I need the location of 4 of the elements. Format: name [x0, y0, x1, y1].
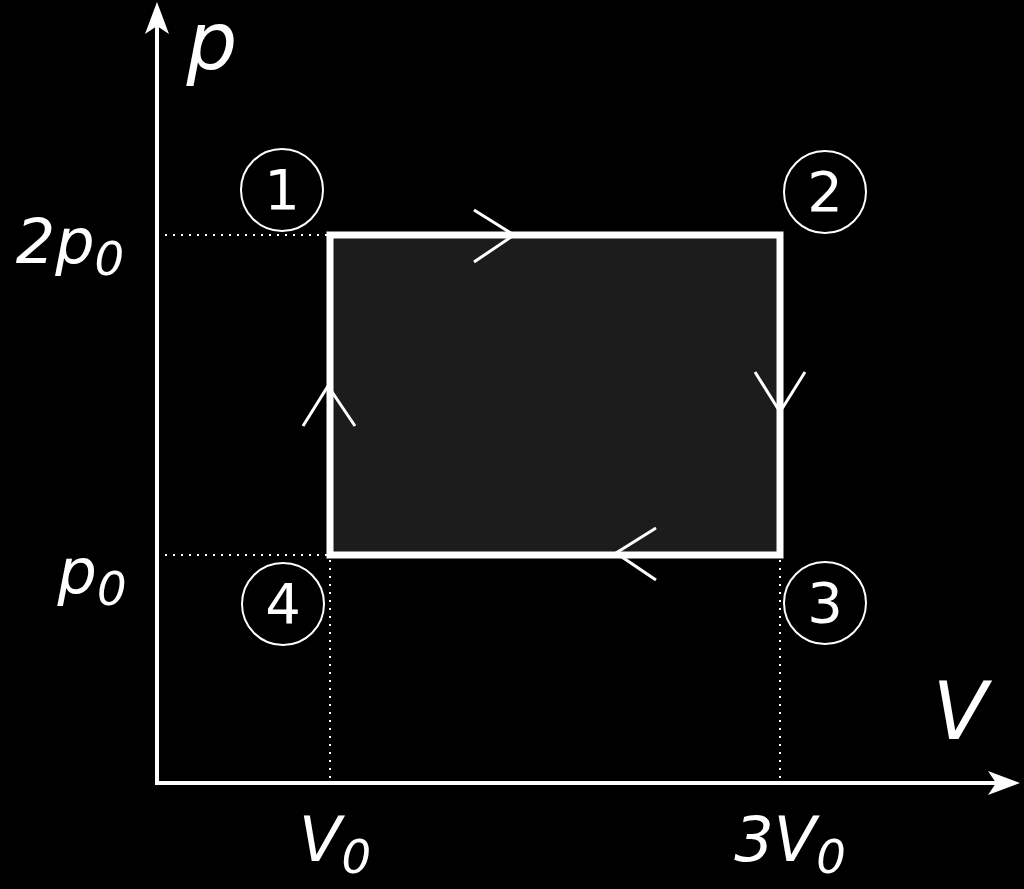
state-number: 3 — [783, 561, 867, 645]
state-number: 1 — [240, 148, 324, 232]
state-number: 4 — [241, 562, 325, 646]
state-number: 2 — [783, 150, 867, 234]
